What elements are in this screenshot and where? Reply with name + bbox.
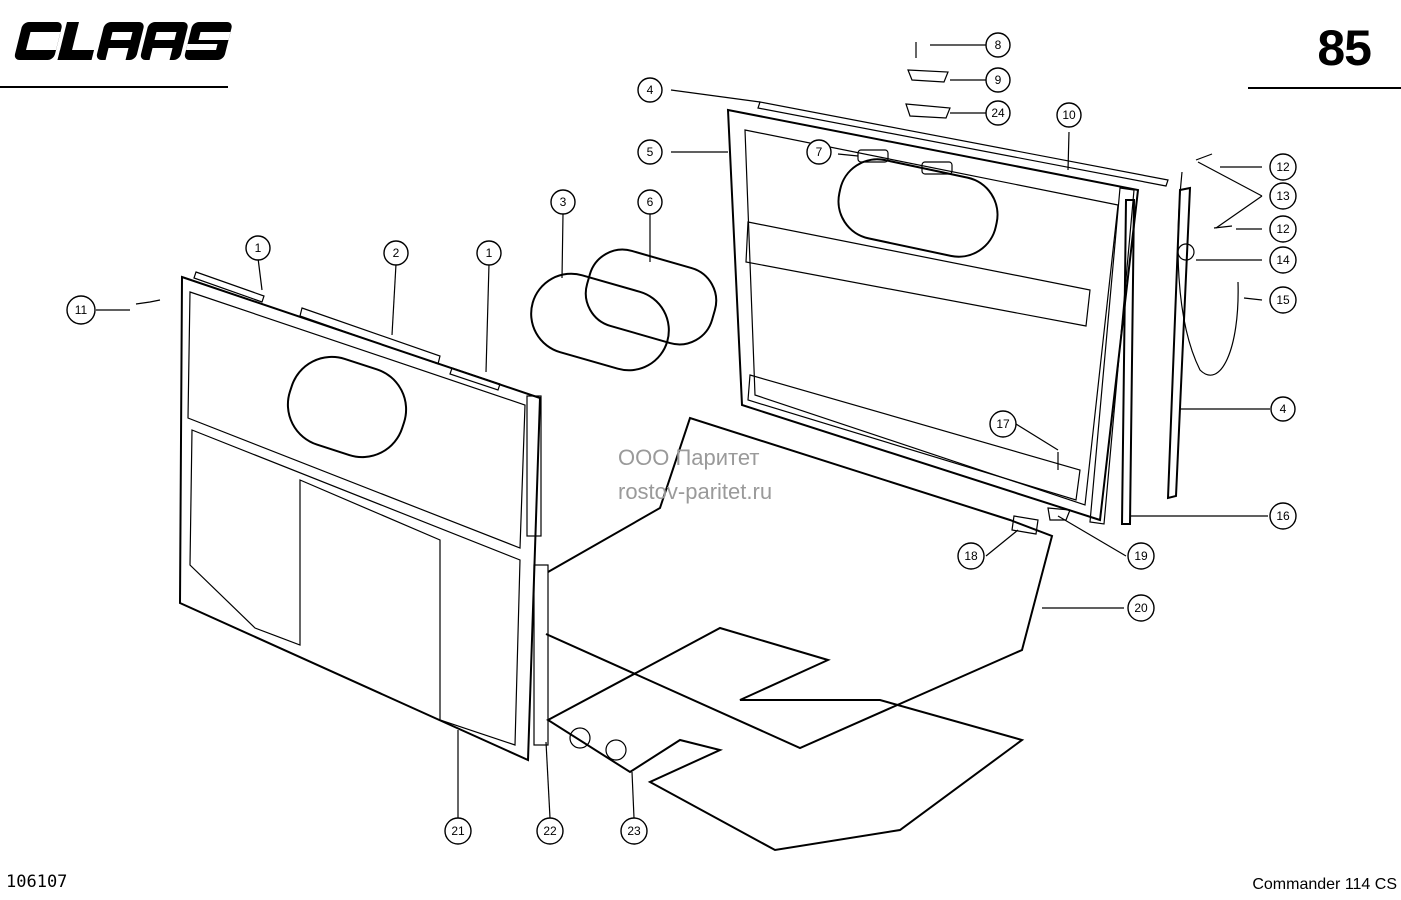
callout-22: 22 bbox=[536, 817, 564, 845]
svg-text:4: 4 bbox=[647, 83, 654, 97]
page-number: 85 bbox=[1317, 20, 1372, 76]
callout-13: 13 bbox=[1269, 182, 1297, 210]
callout-10: 10 bbox=[1056, 102, 1082, 128]
corner-bracket bbox=[1011, 515, 1039, 535]
ground-cable bbox=[1177, 153, 1239, 376]
callout-2: 2 bbox=[383, 240, 409, 266]
floor-mat bbox=[546, 626, 1025, 852]
callout-1-left: 1 bbox=[245, 235, 271, 261]
callout-15: 15 bbox=[1269, 286, 1297, 314]
inner-panel-assembly bbox=[178, 271, 549, 762]
callout-18: 18 bbox=[957, 542, 985, 570]
callout-7: 7 bbox=[806, 139, 832, 165]
logo-underline bbox=[0, 86, 228, 88]
window-seal bbox=[584, 248, 718, 346]
svg-text:23: 23 bbox=[627, 824, 641, 838]
top-brackets bbox=[905, 42, 951, 119]
leader-lines bbox=[96, 44, 1270, 819]
svg-text:5: 5 bbox=[647, 145, 654, 159]
svg-text:24: 24 bbox=[991, 106, 1005, 120]
callout-4-top: 4 bbox=[637, 77, 663, 103]
svg-text:3: 3 bbox=[560, 195, 567, 209]
callout-11: 11 bbox=[66, 295, 96, 325]
svg-text:15: 15 bbox=[1276, 293, 1290, 307]
mount-plate bbox=[1047, 507, 1071, 521]
callout-17: 17 bbox=[989, 410, 1017, 438]
svg-text:19: 19 bbox=[1134, 549, 1148, 563]
svg-text:1: 1 bbox=[255, 241, 262, 255]
svg-text:9: 9 bbox=[995, 73, 1002, 87]
page-number-underline bbox=[1248, 87, 1401, 89]
svg-text:12: 12 bbox=[1276, 160, 1290, 174]
callout-4-right: 4 bbox=[1270, 396, 1296, 422]
callout-3: 3 bbox=[550, 189, 576, 215]
svg-text:16: 16 bbox=[1276, 509, 1290, 523]
callout-14: 14 bbox=[1269, 246, 1297, 274]
svg-text:12: 12 bbox=[1276, 222, 1290, 236]
callout-20: 20 bbox=[1127, 594, 1155, 622]
callout-5: 5 bbox=[637, 139, 663, 165]
svg-text:8: 8 bbox=[995, 38, 1002, 52]
rear-frame bbox=[726, 101, 1169, 525]
callout-19: 19 bbox=[1127, 542, 1155, 570]
svg-text:21: 21 bbox=[451, 824, 465, 838]
seal-strip-right bbox=[1166, 186, 1192, 500]
callout-9: 9 bbox=[985, 67, 1011, 93]
watermark-company: ООО Паритет bbox=[618, 445, 760, 470]
callout-21: 21 bbox=[444, 817, 472, 845]
svg-text:22: 22 bbox=[543, 824, 557, 838]
watermark: ООО Паритет rostov-paritet.ru bbox=[618, 441, 772, 509]
svg-text:20: 20 bbox=[1134, 601, 1148, 615]
svg-text:18: 18 bbox=[964, 549, 978, 563]
callout-23: 23 bbox=[620, 817, 648, 845]
svg-text:13: 13 bbox=[1276, 189, 1290, 203]
callout-8: 8 bbox=[985, 32, 1011, 58]
claas-logo bbox=[14, 22, 232, 60]
frame-tube bbox=[545, 416, 1054, 750]
callout-1-right: 1 bbox=[476, 240, 502, 266]
svg-text:4: 4 bbox=[1280, 402, 1287, 416]
svg-text:11: 11 bbox=[75, 303, 88, 317]
callout-12-bottom: 12 bbox=[1269, 215, 1297, 243]
callout-16: 16 bbox=[1269, 502, 1297, 530]
callout-24: 24 bbox=[985, 100, 1011, 126]
screw-11 bbox=[135, 299, 161, 305]
svg-text:14: 14 bbox=[1276, 253, 1290, 267]
watermark-url: rostov-paritet.ru bbox=[618, 479, 773, 504]
svg-text:17: 17 bbox=[996, 417, 1010, 431]
drawing-number: 106107 bbox=[6, 872, 68, 892]
seal-strip-vertical bbox=[1120, 199, 1136, 525]
svg-text:10: 10 bbox=[1062, 108, 1076, 122]
callout-6: 6 bbox=[637, 189, 663, 215]
svg-text:1: 1 bbox=[486, 246, 493, 260]
svg-text:2: 2 bbox=[393, 246, 400, 260]
callout-12-top: 12 bbox=[1269, 153, 1297, 181]
svg-text:7: 7 bbox=[816, 145, 823, 159]
model-name: Commander 114 CS bbox=[1252, 876, 1397, 893]
svg-text:6: 6 bbox=[647, 195, 654, 209]
